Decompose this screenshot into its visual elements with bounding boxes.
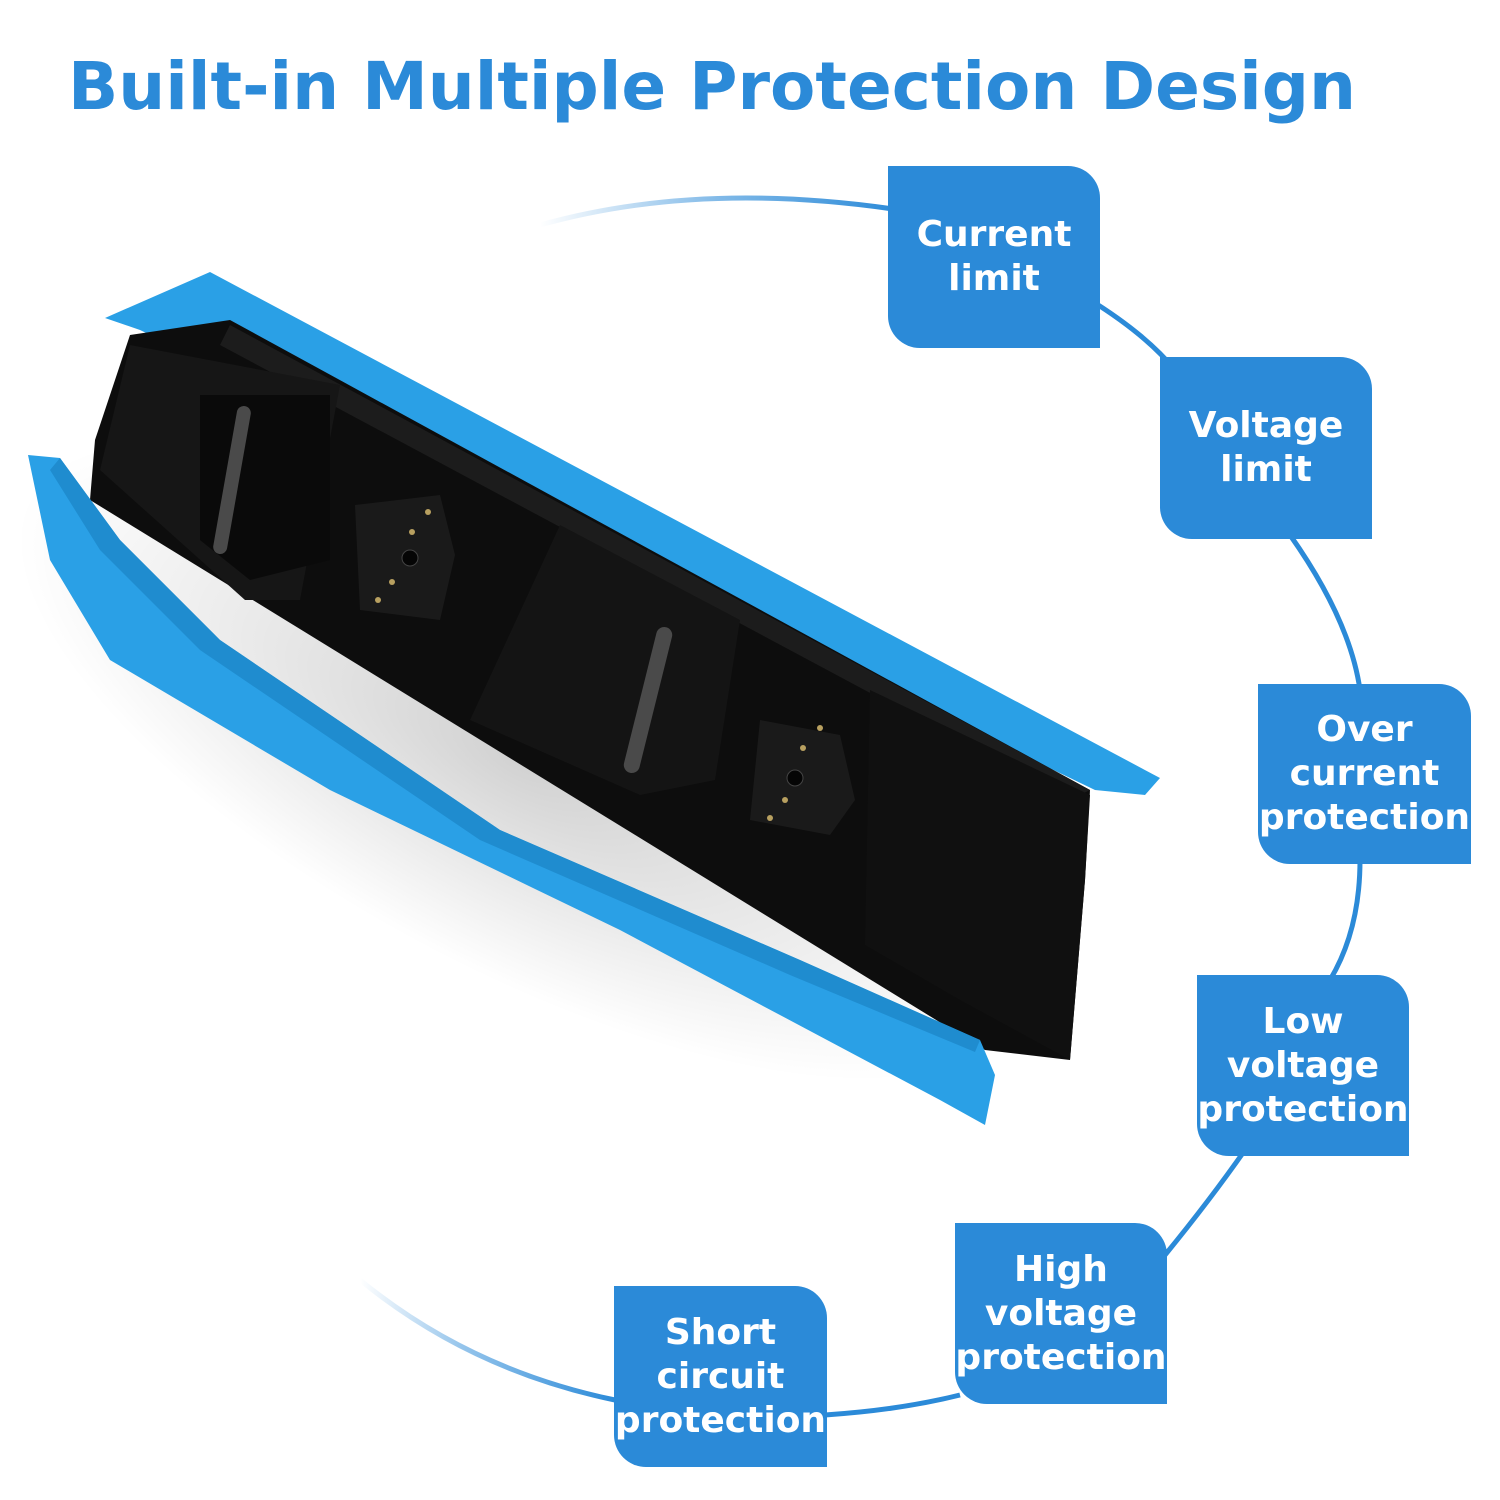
page-title: Built-in Multiple Protection Design bbox=[68, 48, 1356, 125]
feature-high-voltage-protection: High voltage protection bbox=[955, 1223, 1167, 1404]
feature-line: protection bbox=[1258, 797, 1471, 838]
feature-line: Voltage bbox=[1188, 405, 1344, 446]
feature-line: voltage bbox=[984, 1292, 1138, 1334]
feature-line: Current bbox=[916, 214, 1072, 255]
feature-line: protection bbox=[614, 1399, 827, 1441]
feature-voltage-limit: Voltage limit bbox=[1160, 357, 1372, 539]
feature-line: protection bbox=[1197, 1088, 1409, 1130]
feature-short-circuit-protection: Short circuit protection bbox=[614, 1286, 827, 1467]
feature-line: High bbox=[1014, 1248, 1108, 1290]
feature-line: voltage bbox=[1226, 1044, 1380, 1086]
feature-line: Low bbox=[1262, 1000, 1344, 1042]
feature-line: limit bbox=[1220, 449, 1312, 490]
feature-line: limit bbox=[948, 258, 1040, 299]
feature-line: protection bbox=[955, 1336, 1167, 1378]
feature-line: Over bbox=[1316, 709, 1413, 750]
feature-line: current bbox=[1289, 753, 1440, 794]
feature-line: Short bbox=[664, 1311, 777, 1353]
feature-over-current-protection: Over current protection bbox=[1258, 684, 1471, 864]
feature-line: circuit bbox=[656, 1355, 785, 1397]
feature-current-limit: Current limit bbox=[888, 166, 1100, 348]
feature-low-voltage-protection: Low voltage protection bbox=[1197, 975, 1409, 1156]
